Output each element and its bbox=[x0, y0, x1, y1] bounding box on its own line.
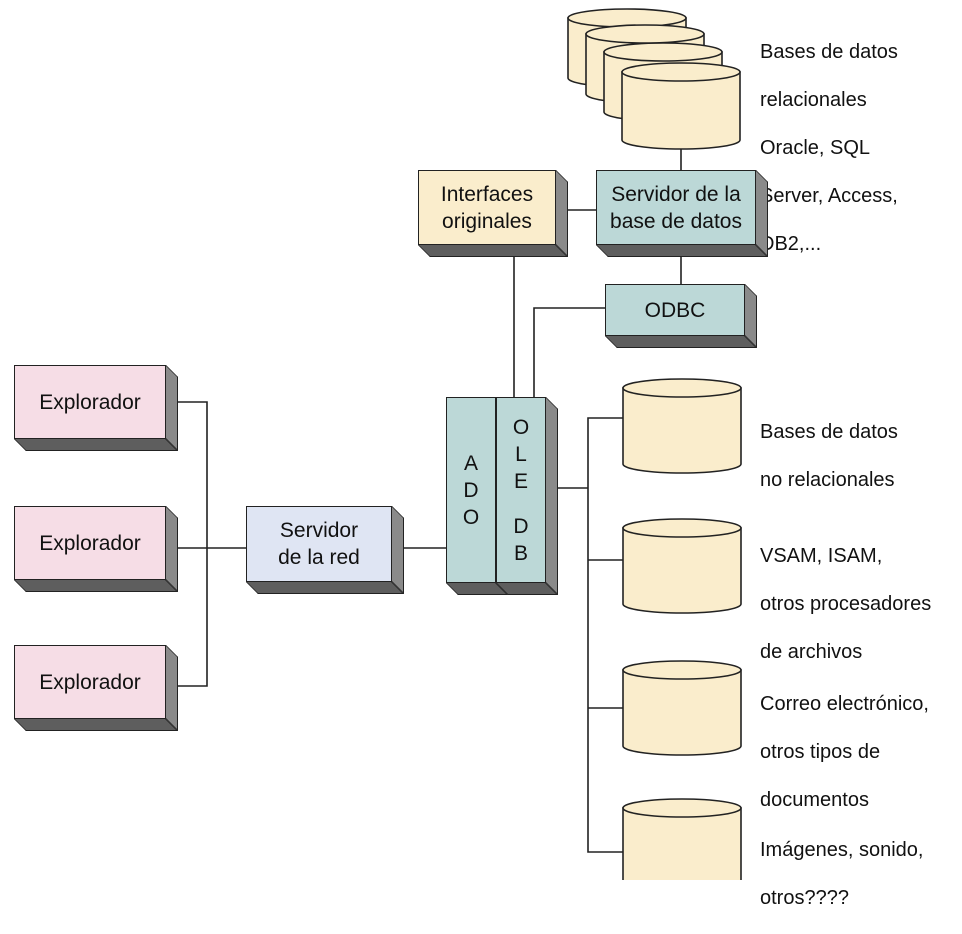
web-server-line-2: de la red bbox=[278, 546, 360, 569]
explorer-box-2[interactable]: Explorador bbox=[14, 506, 178, 592]
caption-line: Bases de datos bbox=[760, 421, 898, 443]
caption-line: otros procesadores bbox=[760, 593, 932, 615]
ado-box[interactable]: A D O bbox=[446, 397, 508, 595]
data-source-database-icon bbox=[622, 798, 742, 880]
explorer-1-connector bbox=[166, 401, 208, 548]
odbc-label: ODBC bbox=[605, 284, 745, 336]
oledb-letter: B bbox=[513, 541, 528, 565]
relational-db-caption: Bases de datos relacionales Oracle, SQL … bbox=[760, 16, 898, 280]
explorer-box-1[interactable]: Explorador bbox=[14, 365, 178, 451]
explorer-label: Explorador bbox=[14, 365, 166, 439]
oledb-letter: D bbox=[513, 514, 529, 538]
native-interfaces-label: Interfaces originales bbox=[418, 170, 556, 245]
ado-letter: D bbox=[463, 478, 479, 502]
data-source-database-icon bbox=[622, 660, 742, 756]
relational-database-icon bbox=[621, 62, 741, 150]
web-server-line-1: Servidor bbox=[279, 519, 359, 542]
native-interfaces-line-1: Interfaces bbox=[440, 182, 534, 206]
explorer-label: Explorador bbox=[14, 645, 166, 719]
caption-line: otros tipos de bbox=[760, 741, 881, 763]
data-source-caption-2: VSAM, ISAM, otros procesadores de archiv… bbox=[760, 520, 931, 688]
relational-database-stack bbox=[567, 8, 741, 150]
data-source-database-icon bbox=[622, 518, 742, 614]
caption-line: otros???? bbox=[760, 887, 849, 909]
db-server-line-2: base de datos bbox=[610, 209, 742, 233]
oledb-letter: O bbox=[512, 415, 530, 439]
odbc-box[interactable]: ODBC bbox=[605, 284, 757, 348]
explorer-box-3[interactable]: Explorador bbox=[14, 645, 178, 731]
db-server-line-1: Servidor de la bbox=[611, 182, 741, 206]
data-source-cylinders bbox=[622, 378, 742, 880]
caption-line: de archivos bbox=[760, 641, 863, 663]
data-source-caption-4: Imágenes, sonido, otros???? bbox=[760, 814, 923, 934]
data-source-bus bbox=[587, 417, 623, 853]
ado-letter: A bbox=[463, 451, 478, 475]
ado-label: A D O bbox=[446, 397, 496, 583]
caption-line: DB2,... bbox=[760, 233, 822, 255]
caption-line: Server, Access, bbox=[760, 185, 898, 207]
web-server-label: Servidor de la red bbox=[246, 506, 392, 582]
caption-line: no relacionales bbox=[760, 469, 895, 491]
caption-line: Oracle, SQL bbox=[760, 137, 871, 159]
oledb-letter: L bbox=[515, 442, 527, 466]
caption-line: documentos bbox=[760, 789, 869, 811]
oledb-odbc-connector bbox=[533, 307, 605, 397]
web-server-box[interactable]: Servidor de la red bbox=[246, 506, 404, 594]
caption-line: relacionales bbox=[760, 89, 867, 111]
native-interfaces-line-2: originales bbox=[442, 209, 532, 233]
db-server-box[interactable]: Servidor de la base de datos bbox=[596, 170, 768, 257]
data-source-database-icon bbox=[622, 378, 742, 474]
oledb-box[interactable]: O L E D B bbox=[496, 397, 558, 595]
caption-line: Bases de datos bbox=[760, 41, 898, 63]
data-source-caption-1: Bases de datos no relacionales bbox=[760, 396, 898, 516]
oledb-label: O L E D B bbox=[496, 397, 546, 583]
explorer-3-connector bbox=[166, 548, 208, 687]
caption-line: Correo electrónico, bbox=[760, 693, 929, 715]
explorer-label: Explorador bbox=[14, 506, 166, 580]
native-interfaces-box[interactable]: Interfaces originales bbox=[418, 170, 568, 257]
caption-line: Imágenes, sonido, bbox=[760, 839, 924, 861]
data-source-caption-3: Correo electrónico, otros tipos de docum… bbox=[760, 668, 929, 836]
db-server-label: Servidor de la base de datos bbox=[596, 170, 756, 245]
caption-line: VSAM, ISAM, bbox=[760, 545, 883, 567]
connector-lines bbox=[166, 141, 682, 853]
oledb-letter: E bbox=[513, 469, 528, 493]
ado-letter: O bbox=[462, 505, 480, 529]
